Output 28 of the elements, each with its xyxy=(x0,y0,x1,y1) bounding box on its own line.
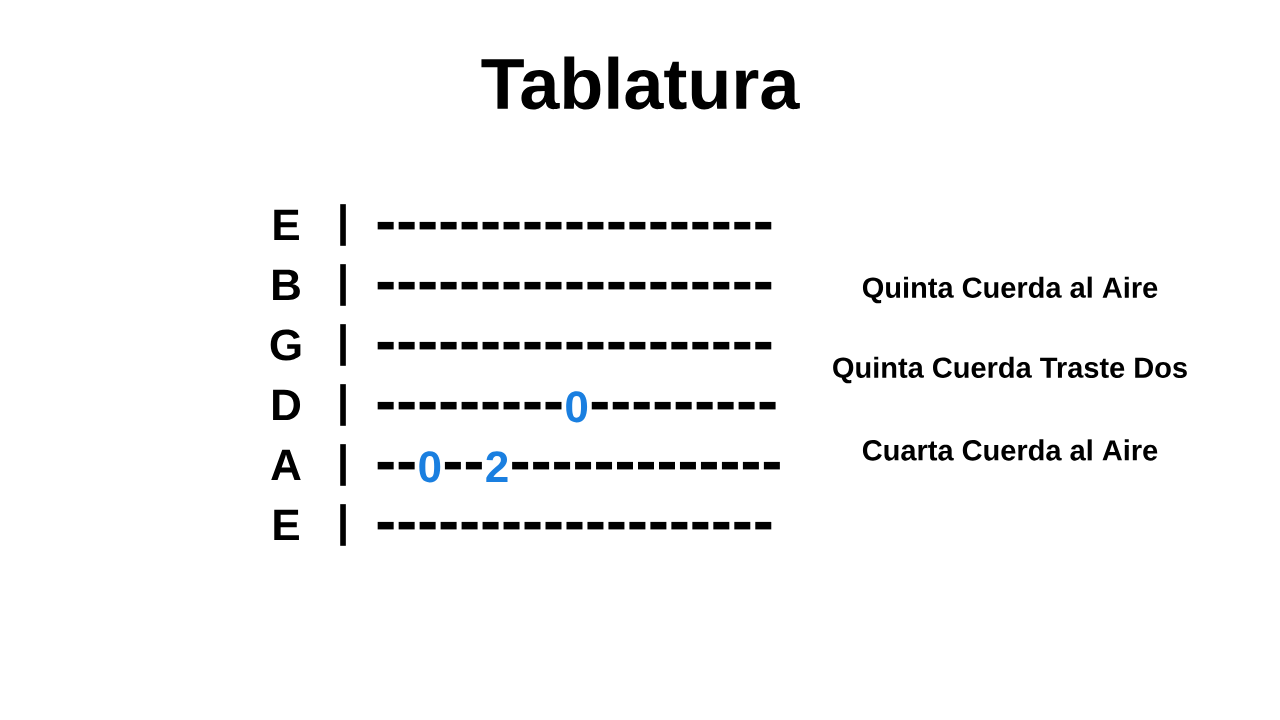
string-letter: B xyxy=(273,269,300,301)
string-letter: G xyxy=(270,329,301,361)
tab-line: ------------------- xyxy=(377,341,772,350)
tab-line: ------------------- xyxy=(377,521,772,530)
string-letter: D xyxy=(273,389,301,421)
string-separator: | xyxy=(340,204,346,246)
string-separator: | xyxy=(340,264,346,306)
note-text: Quinta Cuerda Traste Dos xyxy=(833,356,1187,384)
title: Tablatura xyxy=(481,56,800,110)
tab-line: ------------- xyxy=(512,461,780,470)
tab-line: --------- xyxy=(377,401,562,410)
string-separator: | xyxy=(340,504,346,546)
fret-number: 2 xyxy=(486,451,508,482)
tab-line: --------- xyxy=(591,401,776,410)
fret-number: 0 xyxy=(566,391,588,423)
tab-line: ------------------- xyxy=(377,281,772,290)
string-separator: | xyxy=(340,324,346,366)
string-separator: | xyxy=(340,384,346,426)
fret-number: 0 xyxy=(419,451,441,483)
tab-line: -- xyxy=(377,461,415,470)
note-text: Quinta Cuerda al Aire xyxy=(862,276,1158,304)
string-letter: E xyxy=(274,209,299,241)
tab-line: ------------------- xyxy=(377,221,772,230)
tab-line: -- xyxy=(444,461,482,470)
string-letter: A xyxy=(271,449,301,481)
string-separator: | xyxy=(340,444,346,486)
note-text: Cuarta Cuerda al Aire xyxy=(862,439,1158,461)
string-letter: E xyxy=(274,509,299,541)
